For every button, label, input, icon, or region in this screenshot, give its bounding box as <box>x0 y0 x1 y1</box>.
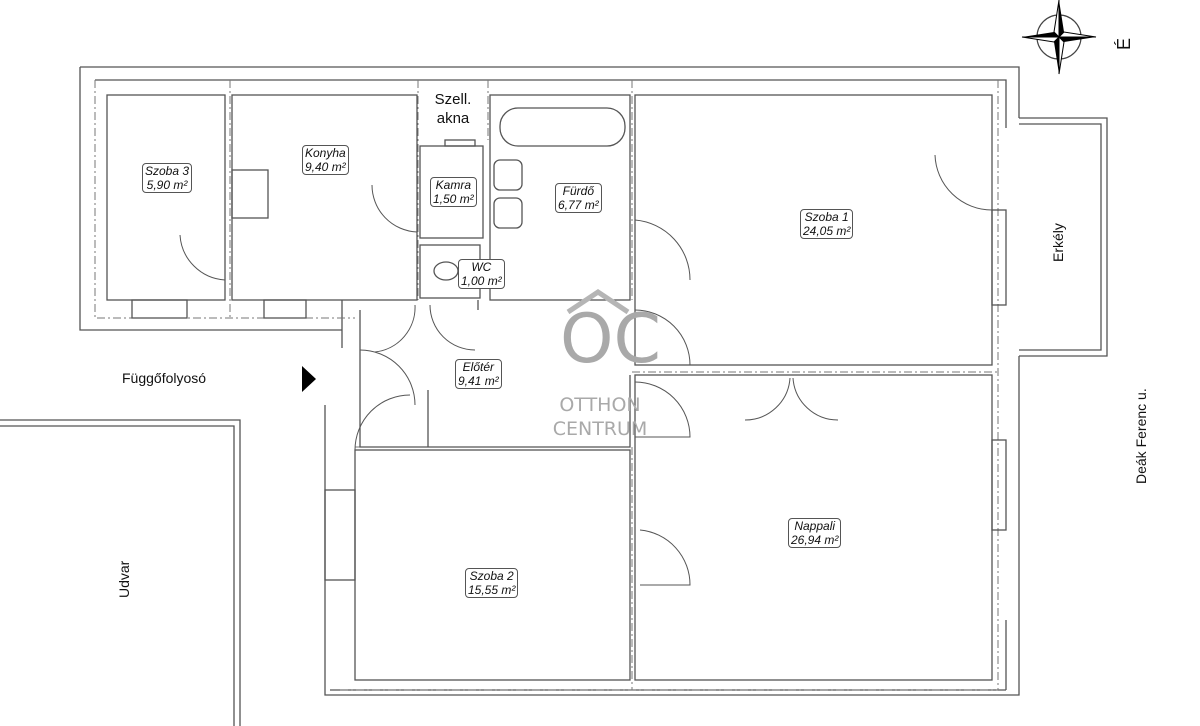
room-name: Szoba 2 <box>469 569 514 583</box>
room-name: Konyha <box>305 146 346 160</box>
entrance-arrow-icon <box>302 366 316 392</box>
balcony-label: Erkély <box>1050 223 1066 262</box>
room-name: Kamra <box>435 178 472 192</box>
toilet <box>433 261 459 281</box>
doors <box>179 154 993 586</box>
room-area: 9,41 m² <box>458 374 499 388</box>
north-label: É <box>1114 37 1134 50</box>
room-area: 1,00 m² <box>461 274 502 288</box>
street-label: Deák Ferenc u. <box>1133 388 1149 484</box>
room-name: Fürdő <box>562 184 595 198</box>
watermark-line1: OTTHON <box>559 394 641 416</box>
room-konyha <box>231 94 418 301</box>
sink <box>493 159 523 191</box>
room-name: WC <box>471 260 492 274</box>
courtyard-outline <box>0 419 241 726</box>
kitchen-sink <box>231 169 269 219</box>
room-area: 24,05 m² <box>803 224 851 238</box>
corridor-label: Függőfolyosó <box>122 370 207 386</box>
room-area: 26,94 m² <box>791 533 839 547</box>
room-name: Szoba 3 <box>145 164 190 178</box>
room-szoba-3 <box>106 94 226 301</box>
room-area: 1,50 m² <box>433 192 474 206</box>
watermark-line2: CENTRUM <box>552 418 648 440</box>
outer-wall <box>79 66 1020 696</box>
watermark-logo: OC <box>560 300 662 379</box>
watermark-roof-icon <box>566 288 630 315</box>
courtyard-label: Udvar <box>116 560 132 598</box>
room-area: 15,55 m² <box>468 583 516 597</box>
room-elotter <box>359 300 631 448</box>
windows <box>131 139 1007 581</box>
shaft-label-line1: Szell. <box>434 91 472 108</box>
room-name: Nappali <box>794 519 836 533</box>
room-name: Előtér <box>462 360 495 374</box>
room-name: Szoba 1 <box>804 210 849 224</box>
shaft-label: Szell. akna <box>428 90 478 128</box>
room-furdo <box>489 94 631 301</box>
bathtub <box>499 107 626 147</box>
room-area: 6,77 m² <box>558 198 599 212</box>
room-area: 5,90 m² <box>146 178 188 192</box>
sink <box>493 197 523 229</box>
room-area: 9,40 m² <box>305 160 346 174</box>
shaft-label-line2: akna <box>436 110 470 127</box>
room-szoba-2 <box>354 449 631 681</box>
balcony-outline <box>1019 117 1108 357</box>
compass-icon <box>1021 0 1097 75</box>
